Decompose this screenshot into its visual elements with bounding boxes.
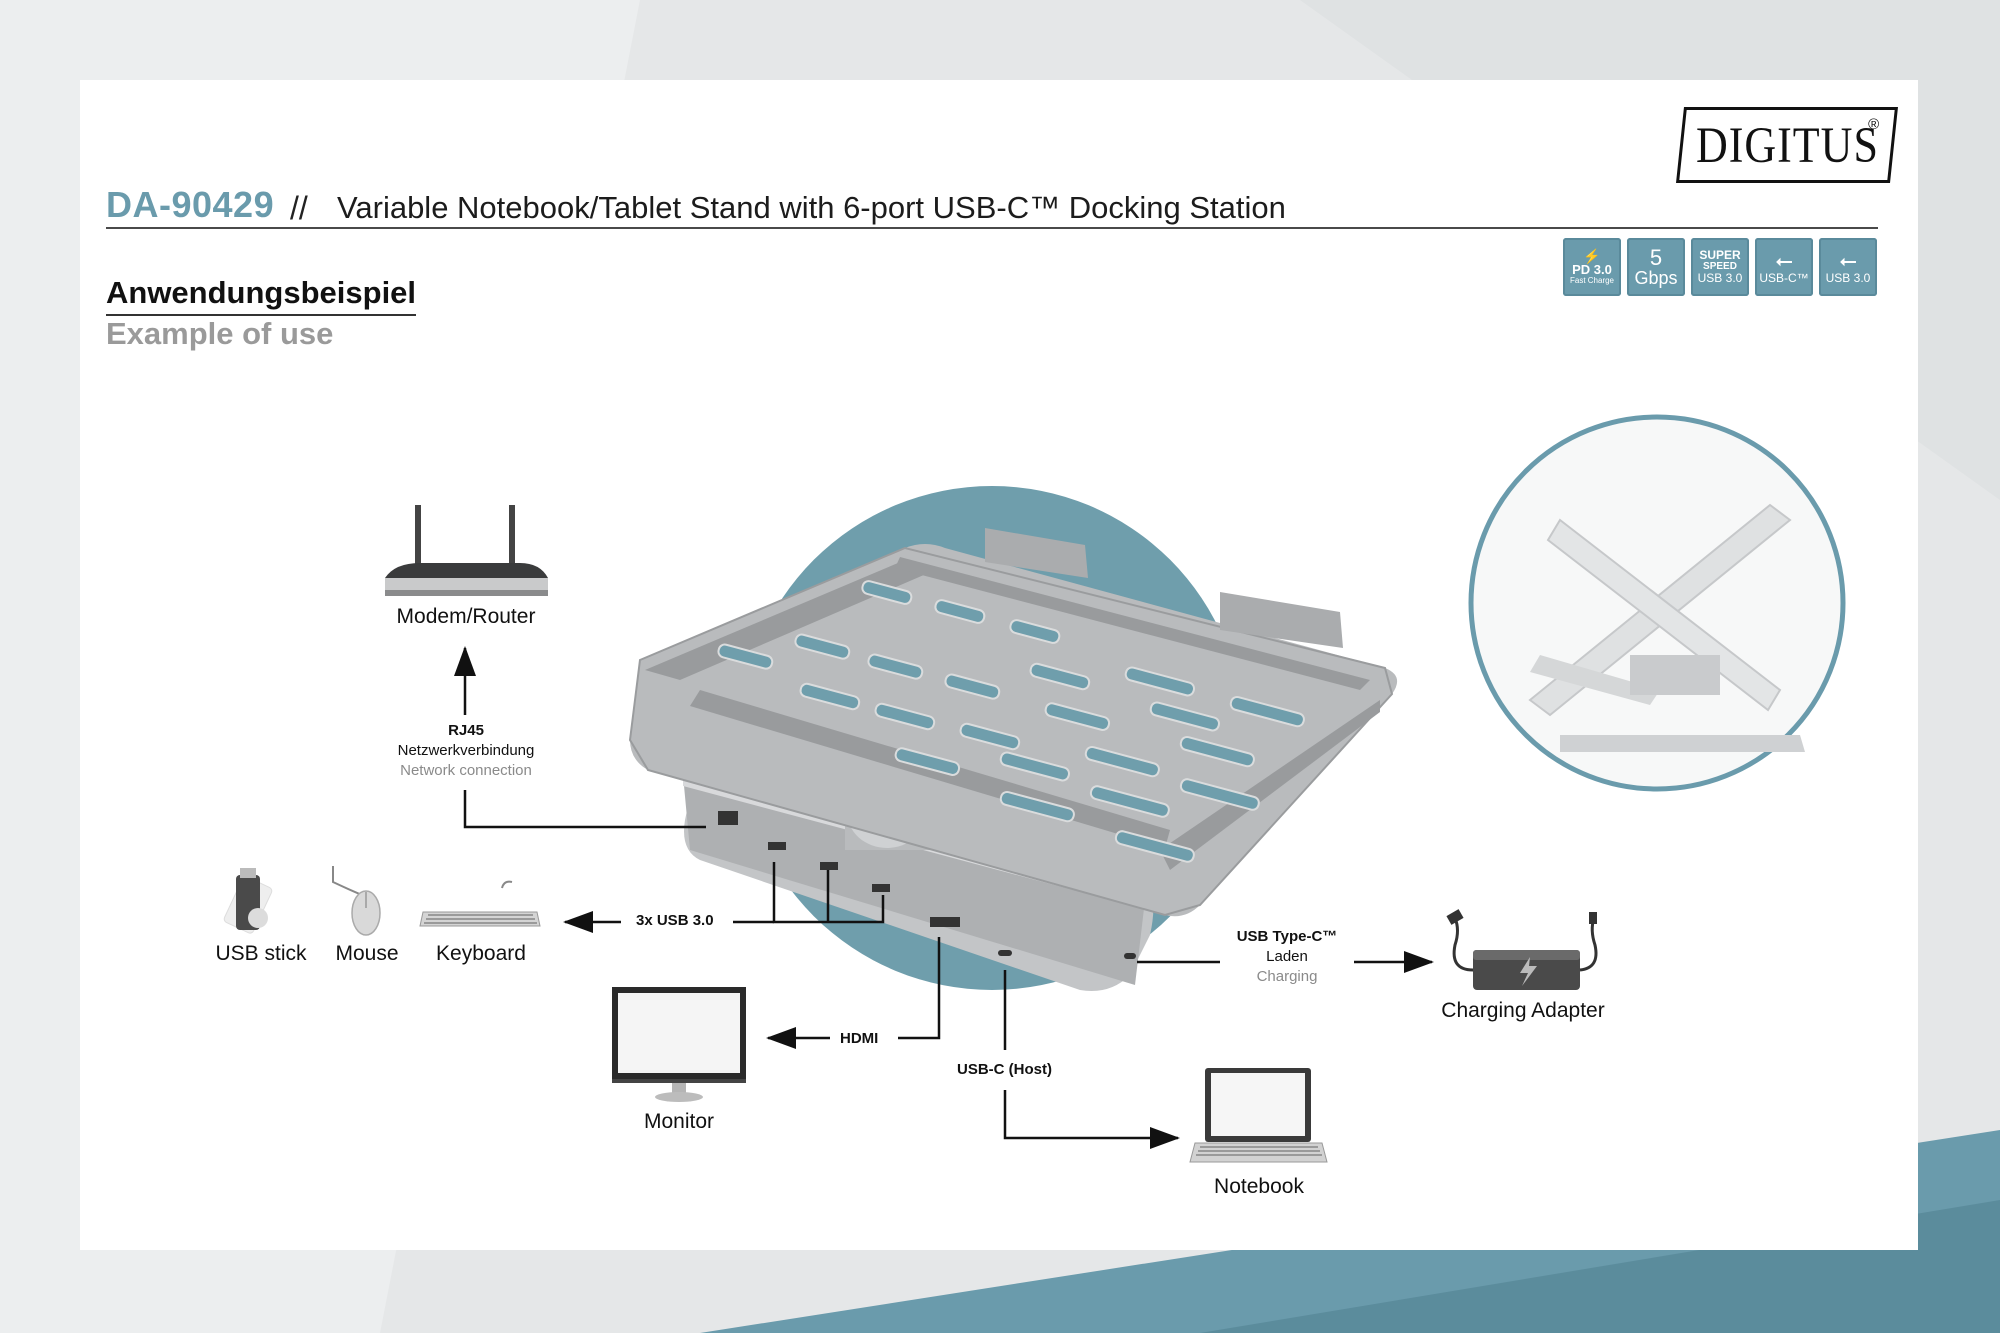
usb-c-power-port — [1124, 953, 1136, 959]
badge-usb3-label: USB 3.0 — [1825, 270, 1871, 285]
usbc-host-arrow — [1003, 1090, 1180, 1149]
usb3-label: 3x USB 3.0 — [636, 912, 714, 929]
usbc-power-label: USB Type-C™ — [1236, 928, 1338, 945]
notebook-label: Notebook — [1214, 1175, 1304, 1198]
title-separator: // — [290, 190, 308, 226]
section-title-de: Anwendungsbeispiel — [106, 275, 417, 316]
usb-stick-device — [223, 868, 273, 934]
keyboard-label: Keyboard — [436, 942, 526, 965]
usb-a-port-1 — [768, 842, 786, 850]
mouse-device — [332, 866, 381, 936]
stand-angle-inset — [1468, 414, 1846, 792]
rj45-label-en: Network connection — [400, 762, 532, 779]
badge-5gbps: 5 Gbps — [1627, 238, 1685, 296]
rj45-port — [718, 811, 738, 825]
badge-5gbps-unit: Gbps — [1634, 268, 1678, 289]
product-code: DA-90429 — [106, 184, 275, 225]
mouse-label: Mouse — [335, 942, 399, 965]
badge-pd30: ⚡ PD 3.0 Fast Charge — [1563, 238, 1621, 296]
rj45-line — [463, 790, 706, 829]
usb-a-port-3 — [872, 884, 890, 892]
hdmi-line — [898, 937, 941, 1040]
usb-icon: ⭠ — [1775, 247, 1793, 273]
badge-superspeed-l2: SPEED — [1703, 260, 1737, 272]
badge-superspeed-l1: SUPER — [1699, 248, 1741, 263]
badge-5gbps-number: 5 — [1649, 245, 1663, 270]
badge-usb3: ⭠ USB 3.0 — [1819, 238, 1877, 296]
monitor-device — [612, 987, 746, 1102]
badge-usbc-label: USB-C™ — [1759, 270, 1809, 285]
usb-stick-label: USB stick — [215, 942, 307, 965]
charging-icon: ⚡ — [1583, 247, 1601, 264]
title-rule — [106, 227, 1878, 229]
lightning-icon — [1520, 957, 1537, 986]
section-title-en: Example of use — [106, 316, 334, 351]
badge-pd30-label: PD 3.0 — [1572, 261, 1612, 277]
usb-c-host-port — [998, 950, 1012, 956]
rj45-label-de: Netzwerkverbindung — [397, 742, 535, 759]
hdmi-port — [930, 917, 960, 927]
usbc-host-label: USB-C (Host) — [957, 1061, 1052, 1078]
badge-superspeed: SUPER SPEED USB 3.0 — [1691, 238, 1749, 296]
usbc-power-label-en: Charging — [1256, 968, 1318, 985]
monitor-label: Monitor — [643, 1110, 715, 1133]
product-title: Variable Notebook/Tablet Stand with 6-po… — [337, 190, 1286, 225]
usb-icon: ⭠ — [1839, 247, 1857, 273]
keyboard-device — [419, 880, 541, 927]
rj45-label: RJ45 — [448, 722, 484, 739]
badge-pd30-sub: Fast Charge — [1569, 275, 1615, 285]
usb-a-port-2 — [820, 862, 838, 870]
hdmi-label: HDMI — [840, 1030, 879, 1047]
badge-superspeed-l3: USB 3.0 — [1697, 271, 1743, 286]
notebook-device — [1189, 1068, 1328, 1163]
charging-adapter-device — [1446, 909, 1598, 990]
badge-usbc: ⭠ USB-C™ — [1755, 238, 1813, 296]
notebook-stand-plate — [628, 528, 1398, 917]
router-label: Modem/Router — [396, 605, 536, 628]
router-device — [385, 505, 548, 596]
charging-adapter-label: Charging Adapter — [1441, 999, 1605, 1022]
usbc-power-label-de: Laden — [1266, 948, 1308, 965]
